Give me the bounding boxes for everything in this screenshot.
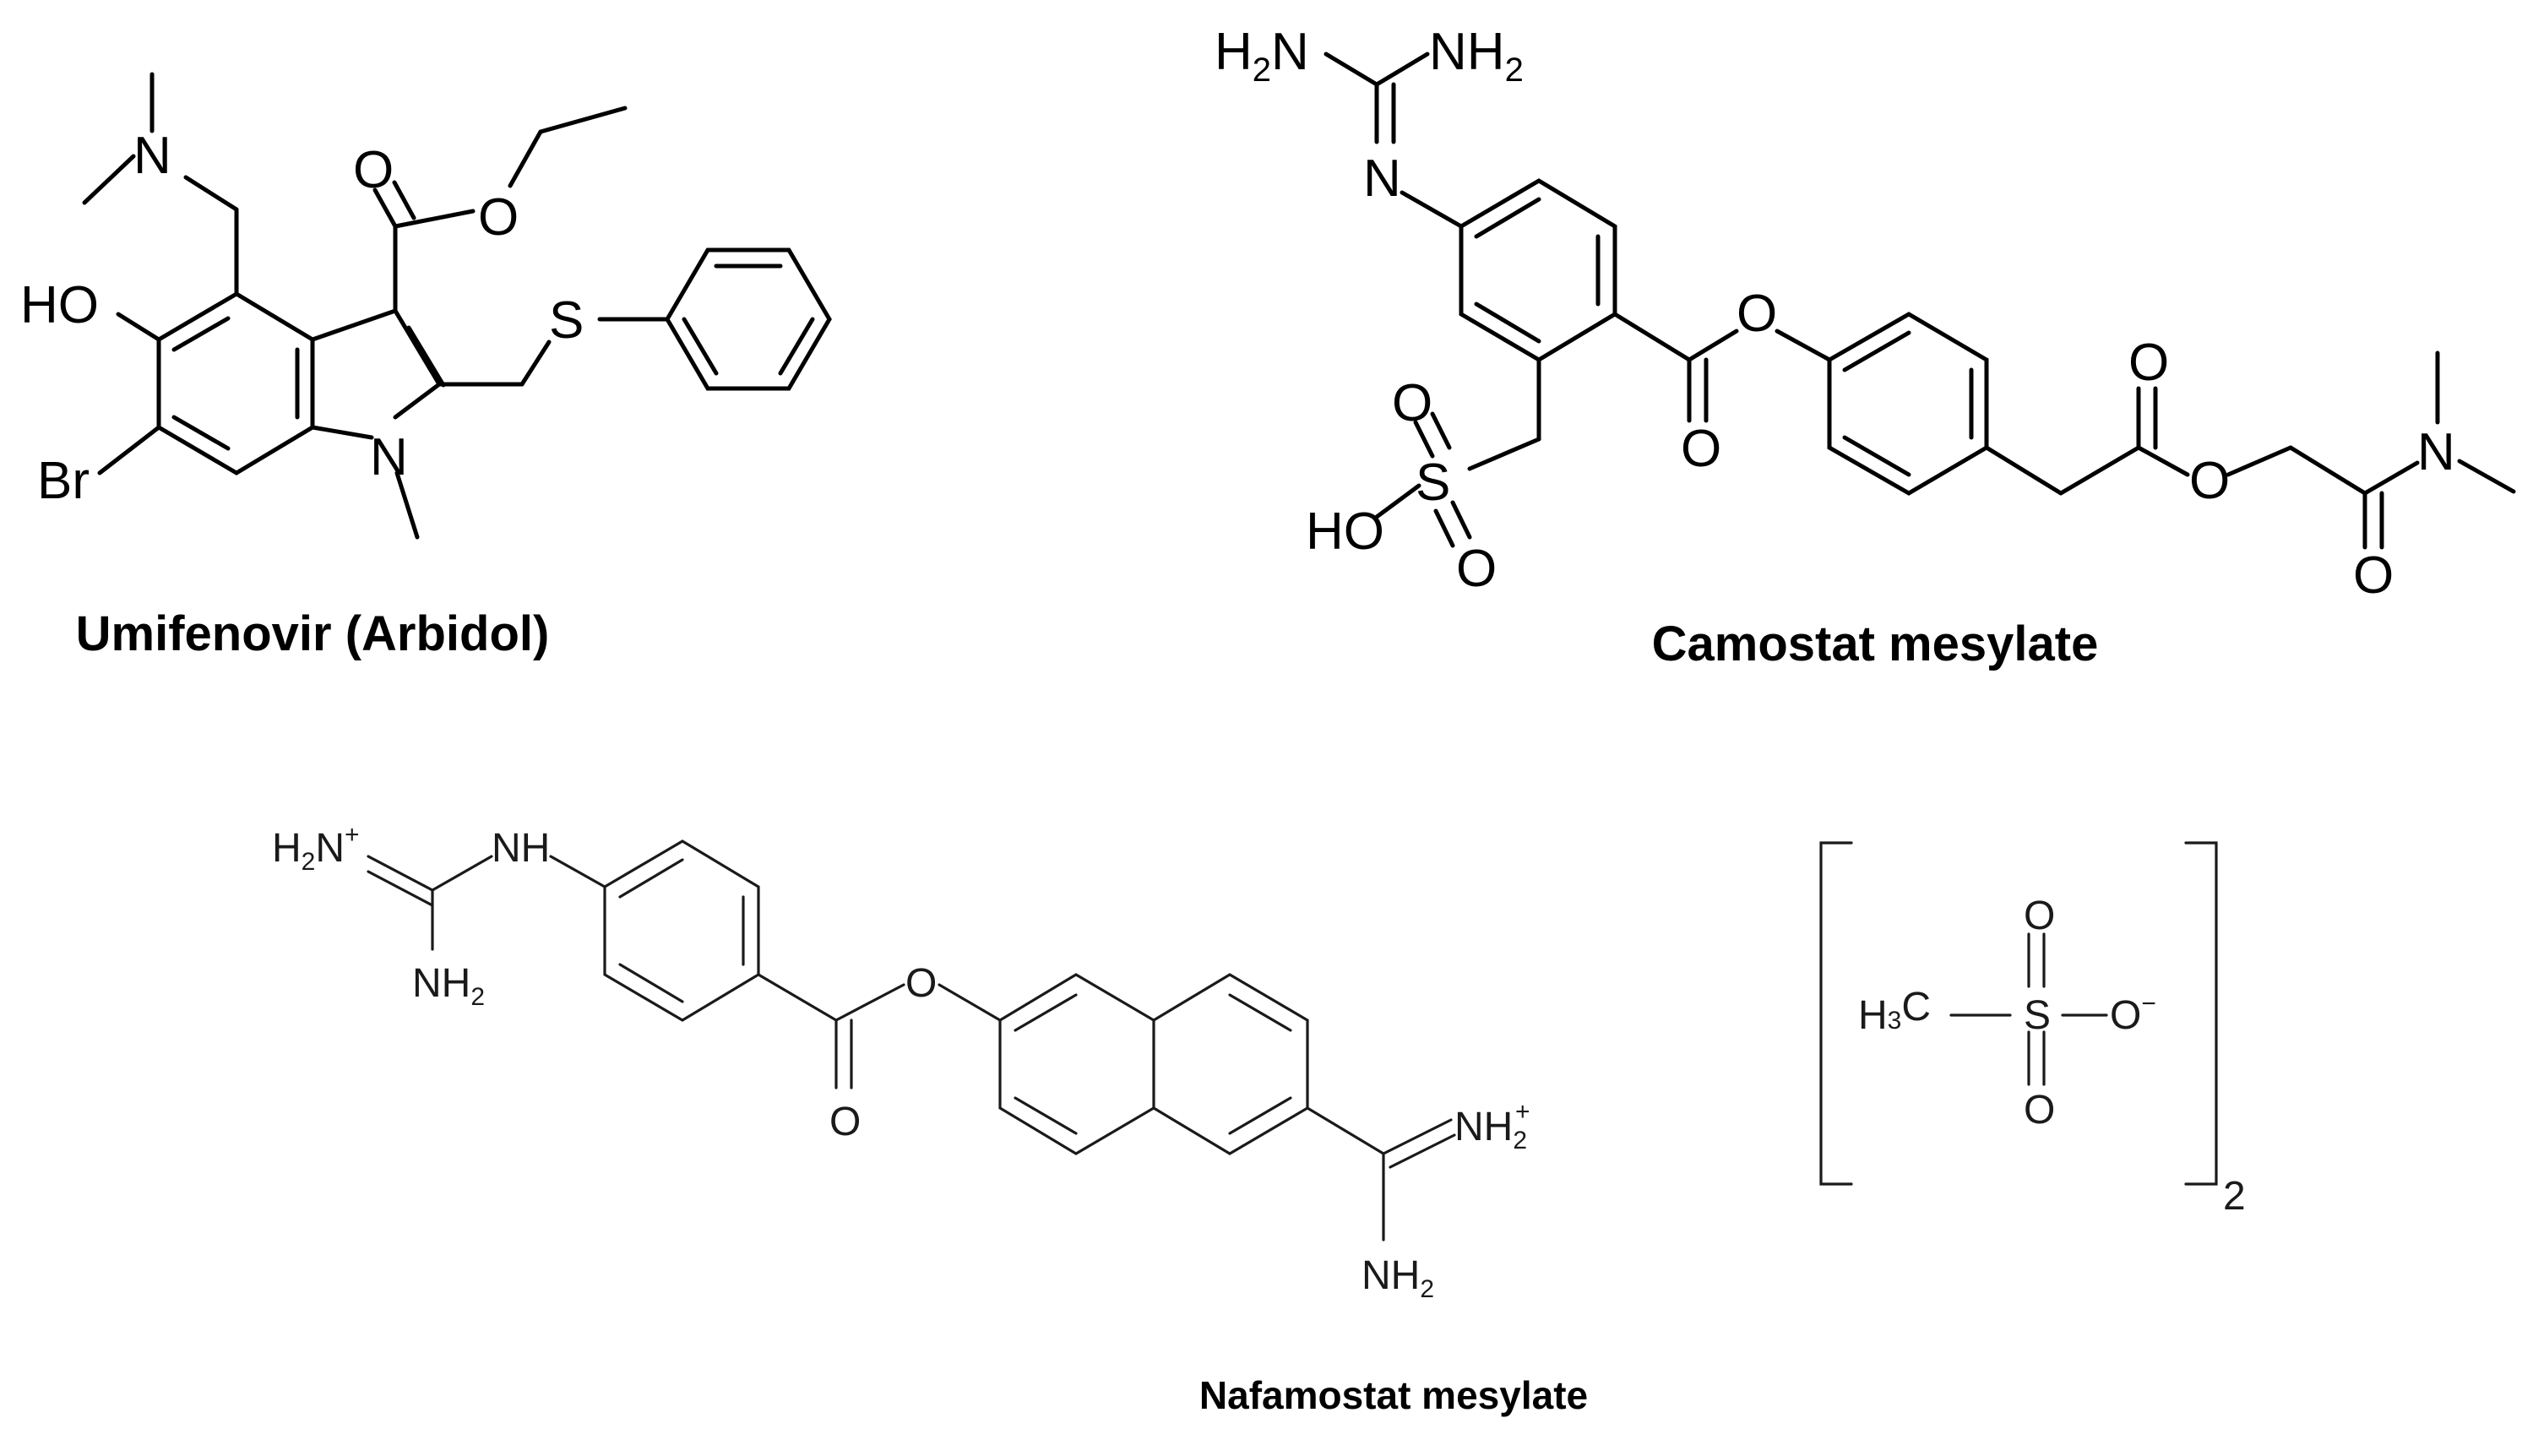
- phenyl-ring: [665, 247, 832, 391]
- nafamostat-caption: Nafamostat mesylate: [1199, 1373, 1588, 1417]
- mesylate-o-minus-label: O−: [2110, 990, 2156, 1038]
- indole-benzene-ring: [156, 291, 315, 475]
- sulfonyl-ho-label: HO: [1306, 503, 1384, 561]
- amide-o-label: O: [2353, 546, 2394, 605]
- mesylate-o-bottom-label: O: [2024, 1088, 2055, 1133]
- guanidine-h2n-left-label: H2N: [1215, 23, 1309, 89]
- n-amine-label: N: [133, 127, 171, 185]
- guanidinium-nh-label: NH: [492, 826, 550, 871]
- sulfonyl-o-bottom-label: O: [1456, 540, 1497, 598]
- camostat-ring-a: [1459, 178, 1617, 362]
- mesylate-o-top-label: O: [2024, 894, 2055, 938]
- sulfonyl-s-label: S: [1416, 454, 1450, 512]
- bromo-label: Br: [37, 452, 90, 510]
- amide-n-label: N: [2417, 423, 2455, 481]
- carbonyl-o-label: O: [353, 141, 394, 199]
- nafamostat-structure: H2N+ NH NH2 O O NH2+ NH2 H3C S O O O− 2 …: [272, 821, 2246, 1417]
- n-indole-label: N: [370, 428, 408, 486]
- naphthalene-ring-2: [1152, 973, 1309, 1155]
- left-bracket: [1819, 841, 1853, 1186]
- ester1-carbonyl-o-label: O: [1681, 420, 1721, 478]
- mesylate-counterion: H3C S O O O− 2: [1819, 841, 2246, 1219]
- umifenovir-caption: Umifenovir (Arbidol): [76, 606, 550, 661]
- nafamostat-carbonyl-o-label: O: [829, 1100, 861, 1144]
- guanidinium-nh2-label: NH2: [412, 961, 485, 1011]
- umifenovir-structure: N HO Br O O S N Umifenovir (Arbidol): [20, 72, 832, 661]
- sulfonyl-o-top-label: O: [1392, 374, 1432, 432]
- counterion-multiplier: 2: [2223, 1174, 2246, 1219]
- right-bracket: [2184, 841, 2218, 1186]
- ester2-carbonyl-o-label: O: [2128, 334, 2169, 392]
- guanidine-nh2-right-label: NH2: [1429, 23, 1524, 89]
- sulfur-label: S: [549, 291, 584, 350]
- nafamostat-ester-o-label: O: [905, 961, 937, 1006]
- mesylate-methyl-label: H3C: [1858, 985, 1931, 1038]
- camostat-ring-b: [1827, 312, 1989, 496]
- mesylate-sulfur-label: S: [2024, 993, 2051, 1038]
- guanidinium-h2n-label: H2N+: [272, 821, 360, 876]
- naphthalene-ring-1: [998, 973, 1155, 1155]
- hydroxyl-label: HO: [20, 276, 99, 334]
- ester2-o-label: O: [2189, 452, 2230, 510]
- amidinium-nh2-plus-label: NH2+: [1454, 1098, 1530, 1154]
- amidine-nh2-label: NH2: [1362, 1253, 1434, 1303]
- camostat-caption: Camostat mesylate: [1652, 617, 2099, 671]
- ester-o-label: O: [478, 188, 519, 247]
- camostat-structure: H2N NH2 N S O O HO O O O O N O Camostat …: [1215, 23, 2516, 671]
- ester1-o-label: O: [1737, 285, 1777, 343]
- nafamostat-phenyl-ring: [603, 839, 760, 1022]
- guanidine-n-label: N: [1363, 149, 1401, 208]
